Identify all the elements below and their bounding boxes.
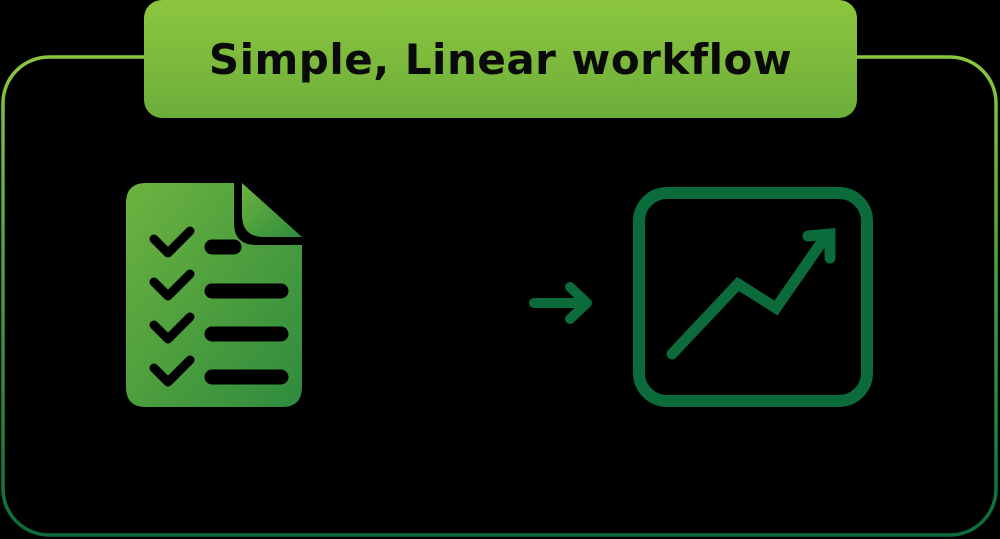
title-banner: Simple, Linear workflow xyxy=(144,0,857,118)
arrow-right-icon xyxy=(529,282,592,324)
diagram-title: Simple, Linear workflow xyxy=(208,34,793,84)
dash-connector xyxy=(339,298,417,308)
checklist-document-icon xyxy=(126,183,302,407)
trending-up-chart-icon xyxy=(633,187,873,407)
